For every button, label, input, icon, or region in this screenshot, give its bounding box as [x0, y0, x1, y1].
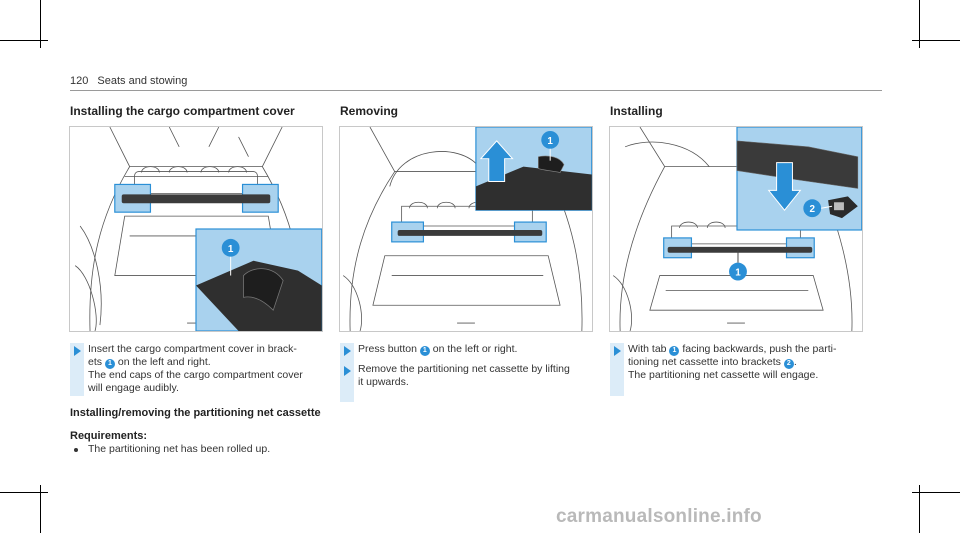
text-line: The end caps of the cargo compartment co… [88, 369, 303, 381]
callout-1-icon [729, 262, 747, 281]
step-arrow-icon [344, 366, 351, 376]
callout-1-icon: 1 [669, 346, 680, 356]
subheading-net-cassette: Installing/removing the partitioning net… [70, 407, 321, 419]
step-arrow-icon [74, 346, 81, 356]
text-line: ets 1 on the left and right. [88, 356, 211, 369]
callout-1-icon [221, 238, 240, 257]
crop-mark [919, 0, 920, 48]
text-line: With tab 1 facing backwards, push the pa… [628, 343, 837, 356]
callout-1-icon [541, 130, 560, 149]
net-cassette-bar [397, 229, 543, 236]
page-header: 120 Seats and stowing [70, 75, 187, 87]
step-remove-cassette: Remove the partitioning net cassette by … [358, 363, 608, 389]
crop-mark [912, 492, 960, 493]
section-title: Seats and stowing [97, 75, 188, 87]
column-title-installing: Installing [610, 104, 663, 118]
requirements-label: Requirements: [70, 430, 148, 442]
cargo-area-illustration: 1 2 [612, 127, 862, 331]
figure-removing-net-cassette: 1 [339, 126, 593, 332]
crop-mark [919, 485, 920, 533]
cargo-area-illustration: 1 [74, 127, 322, 331]
crop-mark [912, 40, 960, 41]
callout-1-label: 1 [547, 136, 553, 147]
column-title-removing: Removing [340, 104, 399, 118]
callout-2-icon [803, 199, 822, 218]
text-line: tioning net cassette into brackets 2. [628, 356, 797, 369]
net-cassette-bar [667, 246, 813, 253]
bullet-icon [74, 448, 78, 452]
push-arrow-icon [767, 162, 802, 211]
crop-mark [0, 40, 48, 41]
text-line: Remove the partitioning net cassette by … [358, 363, 570, 375]
step-arrow-icon [344, 346, 351, 356]
text-line: it upwards. [358, 376, 409, 388]
page-number: 120 [70, 75, 89, 87]
callout-2-label: 2 [809, 204, 815, 215]
step-bar [610, 343, 624, 396]
lift-arrow-icon [479, 140, 514, 182]
step-press-button: Press button 1 on the left or right. [358, 343, 518, 356]
callout-1-label: 1 [735, 268, 741, 279]
crop-mark [40, 485, 41, 533]
header-rule [70, 90, 882, 91]
watermark: carmanualsonline.info [556, 506, 762, 527]
crop-mark [40, 0, 41, 48]
text-line: Insert the cargo compartment cover in br… [88, 343, 297, 355]
step-bar [70, 343, 84, 396]
callout-1-label: 1 [228, 244, 234, 255]
figure-installing-net-cassette: 1 2 [609, 126, 863, 332]
step-arrow-icon [614, 346, 621, 356]
callout-2-icon: 2 [783, 359, 794, 369]
step-insert-cover: Insert the cargo compartment cover in br… [88, 343, 338, 395]
cargo-area-illustration: 1 [342, 127, 592, 331]
text-line: will engage audibly. [88, 382, 179, 394]
column-title-install-cover: Installing the cargo compartment cover [70, 104, 295, 118]
callout-1-icon: 1 [419, 346, 430, 356]
requirement-item: The partitioning net has been rolled up. [88, 443, 271, 455]
figure-install-cargo-cover: 1 [69, 126, 323, 332]
callout-1-icon: 1 [104, 359, 115, 369]
cargo-cover-bar [121, 194, 271, 204]
step-push-cassette: With tab 1 facing backwards, push the pa… [628, 343, 882, 382]
text-line: The partitioning net cassette will engag… [628, 369, 819, 381]
crop-mark [0, 492, 48, 493]
